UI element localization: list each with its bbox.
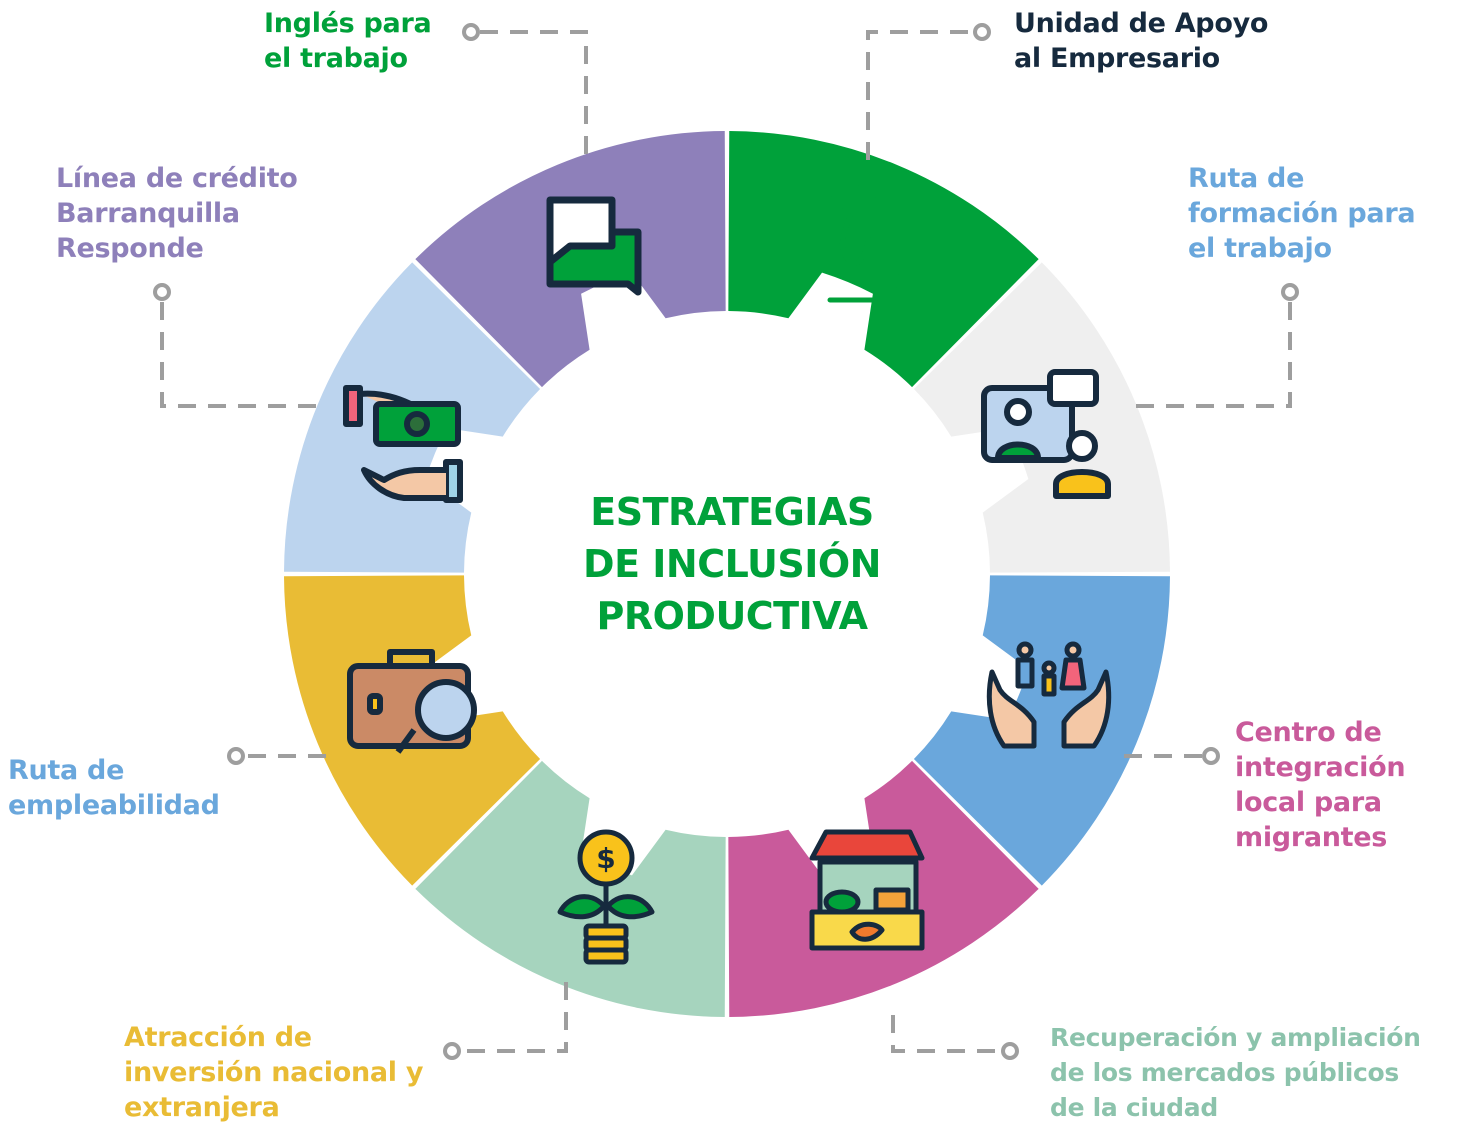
video-call-icon <box>981 369 1111 499</box>
label-line: el trabajo <box>264 43 408 74</box>
connector-dot-mercados <box>1001 1042 1019 1060</box>
label-line: integración <box>1235 752 1406 783</box>
connector-ruta-formacion <box>1135 302 1292 408</box>
connector-dot-centro <box>1202 747 1220 765</box>
label-line: migrantes <box>1235 822 1388 853</box>
label-line: empleabilidad <box>8 790 220 821</box>
label-line: Ruta de <box>8 755 125 786</box>
money-plant-icon <box>557 829 655 965</box>
label-line: Ruta de <box>1188 163 1305 194</box>
connector-lines <box>160 30 1292 1053</box>
connector-dot-ruta-formacion <box>1281 283 1299 301</box>
connector-dots <box>153 23 1299 1060</box>
chat-bubbles-icon <box>546 196 642 296</box>
center-title: ESTRATEGIAS DE INCLUSIÓN PRODUCTIVA <box>527 486 937 642</box>
label-unidad: Unidad de Apoyo al Empresario <box>1014 6 1268 76</box>
connector-inversion <box>467 975 568 1053</box>
market-stall-icon <box>809 829 925 951</box>
center-title-line-2: DE INCLUSIÓN <box>583 542 881 586</box>
label-line: Centro de <box>1235 717 1382 748</box>
label-line: el trabajo <box>1188 233 1332 264</box>
label-line: al Empresario <box>1014 43 1220 74</box>
connector-dot-empleabilidad <box>227 747 245 765</box>
thumbs-up-icon <box>827 183 899 303</box>
center-title-line-1: ESTRATEGIAS <box>590 490 874 534</box>
label-line: formación para <box>1188 198 1416 229</box>
label-line: local para <box>1235 787 1382 818</box>
label-line: Línea de crédito <box>56 163 298 194</box>
connector-dot-ingles <box>462 23 480 41</box>
connector-dot-credito <box>153 283 171 301</box>
segment-ingles <box>728 131 1039 388</box>
segment-mercados <box>415 760 726 1017</box>
connector-credito <box>160 302 318 408</box>
label-credito: Línea de crédito Barranquilla Responde <box>56 161 298 266</box>
briefcase-search-icon <box>347 649 477 754</box>
label-ruta-formacion: Ruta de formación para el trabajo <box>1188 161 1416 266</box>
connector-ingles <box>480 30 588 165</box>
label-line: Unidad de Apoyo <box>1014 8 1269 39</box>
label-ingles: Inglés para el trabajo <box>264 6 432 76</box>
label-mercados: Recuperación y ampliación de los mercado… <box>1050 1020 1421 1125</box>
label-line: Barranquilla <box>56 198 240 229</box>
label-line: de la ciudad <box>1050 1093 1218 1122</box>
segment-ruta-formacion <box>913 575 1170 886</box>
label-line: de los mercados públicos <box>1050 1058 1399 1087</box>
connector-dot-unidad <box>973 23 991 41</box>
label-line: Responde <box>56 233 204 264</box>
label-line: Inglés para <box>264 8 432 39</box>
label-line: Atracción de <box>124 1022 312 1053</box>
connector-dot-inversion <box>443 1042 461 1060</box>
label-line: Recuperación y ampliación <box>1050 1023 1421 1052</box>
dollar-glyph: $ <box>596 842 615 875</box>
label-inversion: Atracción de inversión nacional y extran… <box>124 1020 423 1125</box>
cash-hands-icon <box>343 385 463 503</box>
label-centro: Centro de integración local para migrant… <box>1235 715 1406 855</box>
label-line: extranjera <box>124 1092 280 1123</box>
label-empleabilidad: Ruta de empleabilidad <box>8 753 220 823</box>
connector-mercados <box>891 1005 995 1053</box>
center-title-line-3: PRODUCTIVA <box>596 594 868 638</box>
label-line: inversión nacional y <box>124 1057 424 1088</box>
connector-unidad <box>866 30 968 165</box>
family-hands-icon <box>986 641 1112 749</box>
